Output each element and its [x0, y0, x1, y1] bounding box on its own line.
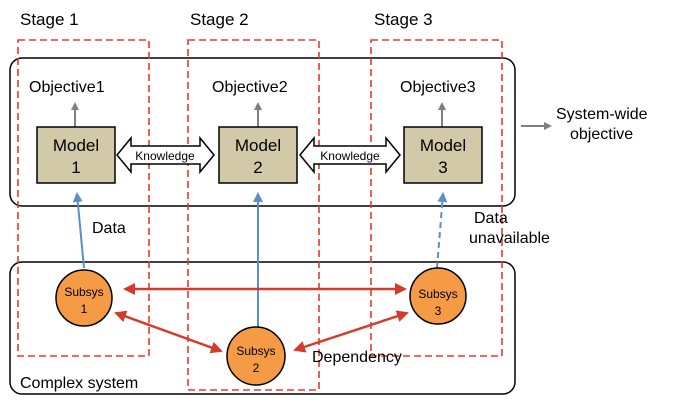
model-2-line1: Model [235, 136, 281, 155]
system-wide-line2: objective [570, 126, 633, 143]
model-box-2: Model 2 [218, 126, 298, 184]
objective-2: Objective2 [212, 79, 288, 96]
knowledge-label-1: Knowledge [135, 149, 195, 163]
knowledge-label-2: Knowledge [320, 149, 380, 163]
subsys-2-line2: 2 [253, 361, 260, 375]
data-unavailable-line2: unavailable [469, 230, 550, 247]
subsys-node-3: Subsys 3 [409, 267, 467, 325]
models-container [9, 57, 516, 207]
objective-1: Objective1 [29, 79, 105, 96]
model-box-1: Model 1 [36, 126, 116, 184]
knowledge-arrow-1-2: Knowledge [116, 135, 215, 175]
subsys-node-1: Subsys 1 [55, 269, 113, 327]
stage-box-3 [370, 39, 503, 357]
system-wide-line1: System-wide [556, 106, 648, 123]
complex-system-label: Complex system [20, 375, 138, 392]
subsys-2-line1: Subsys [236, 344, 275, 358]
knowledge-arrow-2-3: Knowledge [299, 135, 401, 175]
data-unavailable-line1: Data [474, 210, 508, 227]
subsys-1-line2: 1 [81, 302, 88, 316]
data-arrow-1 [72, 192, 85, 269]
complex-system-container [9, 261, 516, 395]
subsys-3-line2: 3 [435, 304, 442, 318]
model-1-line1: Model [53, 136, 99, 155]
dependency-arrow-2-3 [293, 310, 409, 353]
model-3-line1: Model [420, 136, 466, 155]
subsys-1-line1: Subsys [64, 285, 103, 299]
model-2-line2: 2 [253, 158, 262, 177]
stage-label-3: Stage 3 [374, 10, 433, 29]
stage-box-2 [187, 39, 320, 391]
model-1-line2: 1 [71, 158, 80, 177]
stage-label-2: Stage 2 [190, 10, 249, 29]
dependency-arrow-1-2 [114, 310, 223, 354]
objective-3: Objective3 [400, 79, 476, 96]
data-label: Data [92, 220, 126, 237]
dependency-label: Dependency [312, 349, 402, 366]
model-3-line2: 3 [438, 158, 447, 177]
stage-box-1 [17, 39, 150, 357]
data-arrow-3-unavailable [436, 192, 448, 269]
subsys-3-line1: Subsys [418, 287, 457, 301]
subsys-node-2: Subsys 2 [226, 326, 286, 386]
stage-label-1: Stage 1 [20, 10, 79, 29]
model-box-3: Model 3 [403, 126, 483, 184]
